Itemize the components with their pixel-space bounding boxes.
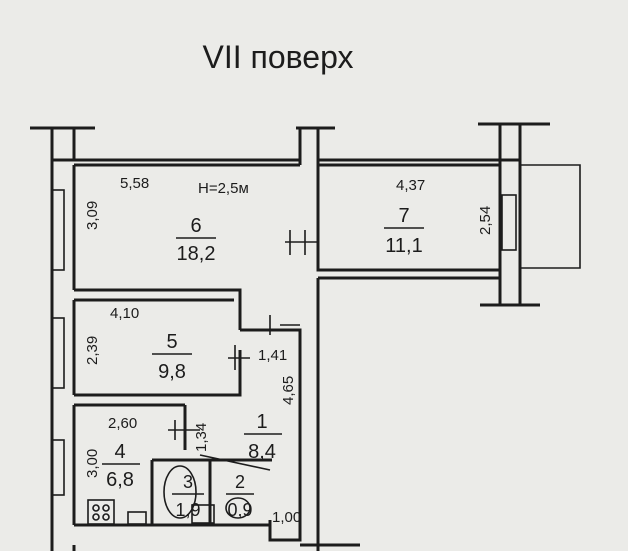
floor-title: VII поверх	[202, 39, 353, 75]
room-2-area: 0,9	[227, 500, 252, 520]
room-4-width: 2,60	[108, 415, 137, 432]
ceiling-height: Н=2,5м	[198, 180, 249, 197]
sink-icon	[127, 511, 147, 525]
room-4-number: 4	[114, 441, 125, 463]
room-4-area: 6,8	[106, 469, 134, 491]
bathtub-icon	[163, 465, 197, 519]
room-6-number: 6	[190, 215, 201, 237]
room-1-number: 1	[256, 411, 267, 433]
room-7-number: 7	[398, 205, 409, 227]
room-5-depth: 2,39	[84, 336, 101, 365]
window-room-7	[501, 194, 517, 251]
room-3-area: 1,9	[175, 500, 200, 520]
room-1-width: 1,41	[258, 347, 287, 364]
room-6-depth: 3,09	[84, 201, 101, 230]
room-1-area: 8,4	[248, 441, 276, 463]
room-3-number: 3	[183, 472, 193, 492]
room-5-number: 5	[166, 331, 177, 353]
room-3-width: 1,34	[193, 423, 210, 452]
walls	[30, 122, 581, 551]
room-1-depth: 4,65	[280, 376, 297, 405]
window-room-5	[51, 317, 65, 389]
washbasin-icon	[191, 504, 215, 524]
room-7-width: 4,37	[396, 177, 425, 194]
stove-icon	[87, 499, 115, 525]
room-5-area: 9,8	[158, 361, 186, 383]
room-6-width: 5,58	[120, 175, 149, 192]
room-2-width: 1,00	[272, 509, 301, 526]
room-4-depth: 3,00	[84, 449, 101, 478]
window-room-6	[51, 189, 65, 271]
room-2-number: 2	[235, 472, 245, 492]
room-6-area: 18,2	[177, 243, 216, 265]
room-7-area: 11,1	[385, 235, 422, 257]
window-room-4	[51, 439, 65, 496]
room-5-width: 4,10	[110, 305, 139, 322]
toilet-icon	[225, 497, 251, 519]
room-7-depth: 2,54	[477, 206, 494, 235]
